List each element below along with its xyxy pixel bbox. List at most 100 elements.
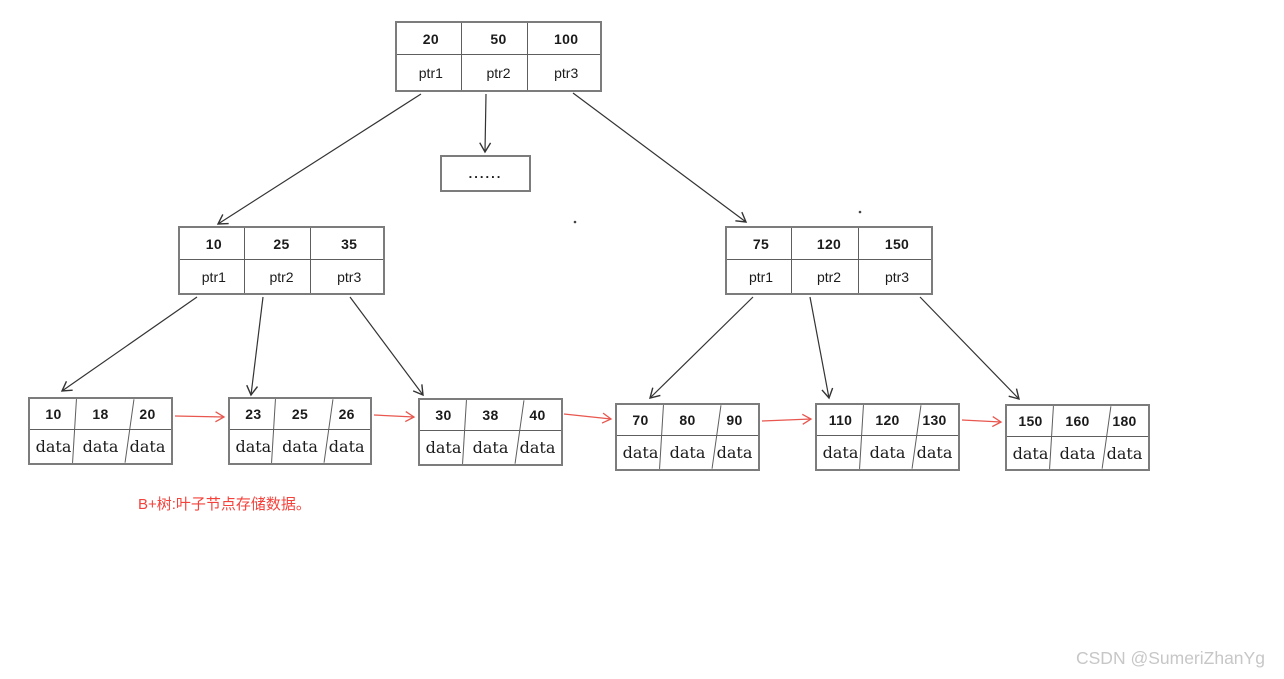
leaf-node-2: 23 25 26 data data data	[228, 397, 372, 465]
keys-row: 20 50 100	[397, 23, 600, 55]
key-cell: 25	[277, 399, 324, 429]
key-text: 10	[205, 235, 222, 252]
data-text: data	[35, 437, 72, 456]
key-cell: 50	[465, 23, 533, 54]
data-cell: data	[817, 436, 864, 469]
keys-row: 10 25 35	[180, 228, 383, 260]
data-cell: data	[911, 436, 958, 469]
key-text: 25	[273, 235, 290, 252]
key-cell: 10	[180, 228, 248, 259]
key-cell: 80	[664, 405, 711, 435]
key-text: 110	[828, 412, 853, 428]
data-cell: data	[664, 436, 711, 469]
key-cell: 23	[230, 399, 277, 429]
pointer-text: ptr3	[554, 64, 579, 81]
key-cell: 20	[397, 23, 465, 54]
column-divider	[791, 228, 793, 293]
pointer-text: ptr1	[201, 268, 226, 285]
pointer-cell: ptr1	[180, 260, 248, 293]
pointer-text: ptr1	[748, 268, 774, 285]
data-cell: data	[277, 430, 324, 463]
data-text: data	[82, 437, 119, 456]
key-text: 150	[884, 235, 910, 252]
keys-row: 110 120 130	[817, 405, 958, 436]
stray-marks	[573, 210, 862, 224]
data-text: data	[916, 443, 953, 462]
data-cell: data	[864, 436, 911, 469]
data-cell: data	[230, 430, 277, 463]
leaf-node-6: 150 160 180 data data data	[1005, 404, 1150, 471]
key-text: 180	[1112, 413, 1137, 429]
data-row: data data data	[230, 430, 370, 463]
data-cell: data	[124, 430, 171, 463]
data-text: data	[472, 438, 509, 457]
data-text: data	[129, 437, 166, 456]
black-tree-arrows	[60, 92, 1020, 400]
key-cell: 26	[323, 399, 370, 429]
data-text: data	[1106, 443, 1143, 463]
key-cell: 180	[1101, 406, 1148, 436]
keys-row: 23 25 26	[230, 399, 370, 430]
column-divider	[526, 23, 528, 90]
key-cell: 25	[248, 228, 316, 259]
key-text: 80	[679, 412, 696, 428]
data-text: data	[869, 443, 906, 462]
pointer-cell: ptr2	[465, 55, 533, 90]
key-text: 70	[632, 412, 649, 428]
leaf-node-3: 30 38 40 data data data	[418, 398, 563, 466]
key-text: 120	[816, 235, 842, 252]
data-cell: data	[514, 431, 561, 464]
data-text: data	[1012, 443, 1049, 463]
key-cell: 75	[727, 228, 795, 259]
key-cell: 70	[617, 405, 664, 435]
data-cell: data	[77, 430, 124, 463]
key-cell: 30	[420, 400, 467, 430]
key-cell: 35	[315, 228, 383, 259]
data-row: data data data	[30, 430, 171, 463]
key-cell: 10	[30, 399, 77, 429]
column-divider	[309, 228, 311, 293]
pointers-row: ptr1 ptr2 ptr3	[180, 260, 383, 293]
data-row: data data data	[617, 436, 758, 469]
column-divider	[460, 23, 462, 90]
keys-row: 75 120 150	[727, 228, 931, 260]
key-text: 30	[435, 407, 452, 423]
key-text: 20	[139, 406, 156, 422]
key-text: 130	[922, 412, 947, 428]
data-cell: data	[420, 431, 467, 464]
data-cell: data	[1054, 437, 1101, 469]
key-cell: 20	[124, 399, 171, 429]
key-cell: 18	[77, 399, 124, 429]
data-text: data	[425, 438, 462, 457]
ellipsis-node: ......	[440, 155, 531, 192]
key-cell: 130	[911, 405, 958, 435]
data-cell: data	[1101, 437, 1148, 469]
data-row: data data data	[420, 431, 561, 464]
key-text: 120	[875, 412, 900, 428]
key-cell: 150	[1007, 406, 1054, 436]
key-cell: 40	[514, 400, 561, 430]
pointer-text: ptr3	[884, 268, 910, 285]
leaf-node-5: 110 120 130 data data data	[815, 403, 960, 471]
ellipsis-text: ......	[468, 166, 503, 181]
data-cell: data	[30, 430, 77, 463]
data-row: data data data	[1007, 437, 1148, 469]
pointer-cell: ptr2	[248, 260, 316, 293]
key-text: 90	[726, 412, 743, 428]
pointer-cell: ptr3	[315, 260, 383, 293]
data-cell: data	[467, 431, 514, 464]
data-text: data	[716, 443, 753, 462]
data-text: data	[235, 437, 272, 456]
pointer-cell: ptr2	[795, 260, 863, 293]
keys-row: 30 38 40	[420, 400, 561, 431]
watermark-text: CSDN @SumeriZhanYg	[1076, 648, 1265, 668]
data-text: data	[622, 443, 659, 462]
key-cell: 100	[532, 23, 600, 54]
internal-node-left: 10 25 35 ptr1 ptr2 ptr3	[178, 226, 385, 295]
key-text: 35	[341, 235, 358, 252]
data-text: data	[669, 443, 706, 462]
key-text: 38	[482, 407, 499, 423]
pointer-text: ptr2	[269, 268, 294, 285]
data-text: data	[328, 437, 365, 456]
